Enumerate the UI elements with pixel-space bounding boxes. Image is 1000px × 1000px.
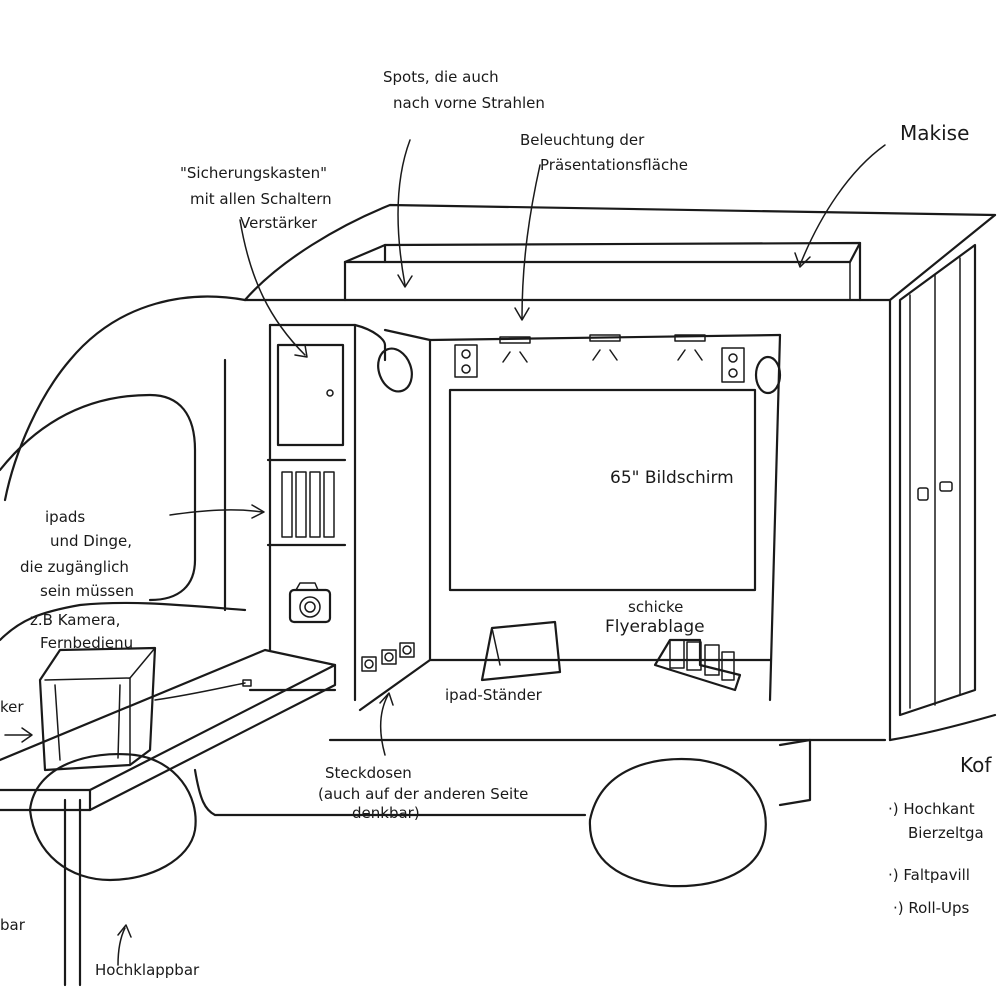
label-sicherung-2: mit allen Schaltern: [190, 190, 332, 208]
label-koffer: Kof: [960, 753, 992, 777]
truck-cab: [0, 295, 587, 817]
label-flyer-1: schicke: [628, 598, 683, 616]
label-left-edge-2: bar: [0, 916, 26, 934]
label-list-1b: Bierzeltga: [908, 824, 984, 842]
screen-frame: [448, 388, 757, 592]
wheels: [28, 738, 812, 888]
side-doors: [898, 243, 977, 717]
label-steckdosen-3: denkbar): [352, 804, 420, 822]
annotation-arrows: [4, 139, 886, 966]
label-steckdosen-2: (auch auf der anderen Seite: [318, 785, 528, 803]
label-list-1: ·) Hochkant: [888, 800, 975, 818]
interior-cabinet: [266, 323, 415, 702]
presentation-area: [358, 328, 782, 712]
label-list-2: ·) Faltpavill: [888, 866, 970, 884]
label-markise: Makise: [900, 121, 969, 145]
label-list-3: ·) Roll-Ups: [893, 899, 970, 917]
label-spots-2: nach vorne Strahlen: [393, 94, 545, 112]
label-verstaerker: Verstärker: [240, 214, 318, 232]
label-beleuchtung-2: Präsentationsfläche: [540, 156, 688, 174]
label-left-edge-1: ker: [0, 698, 24, 716]
truck-box: [243, 203, 997, 742]
fold-out-table: [0, 646, 337, 987]
label-ipads-4: sein müssen: [40, 582, 134, 600]
label-flyer-2: Flyerablage: [605, 617, 705, 637]
label-spots-1: Spots, die auch: [383, 68, 499, 86]
label-kamera-1: z.B Kamera,: [30, 611, 120, 629]
label-steckdosen-1: Steckdosen: [325, 764, 412, 782]
label-kamera-2: Fernbedienu: [40, 634, 133, 652]
label-ipad-staender: ipad-Ständer: [445, 686, 543, 704]
label-sicherung-1: "Sicherungskasten": [180, 164, 327, 182]
label-bildschirm: 65" Bildschirm: [610, 468, 734, 488]
label-ipads-2: und Dinge,: [50, 532, 132, 550]
label-ipads-3: die zugänglich: [20, 558, 129, 576]
labels: Spots, die auch nach vorne Strahlen Bele…: [0, 68, 992, 979]
label-beleuchtung-1: Beleuchtung der: [520, 131, 645, 149]
label-ipads-1: ipads: [45, 508, 85, 526]
label-hochklappbar: Hochklappbar: [95, 961, 200, 979]
